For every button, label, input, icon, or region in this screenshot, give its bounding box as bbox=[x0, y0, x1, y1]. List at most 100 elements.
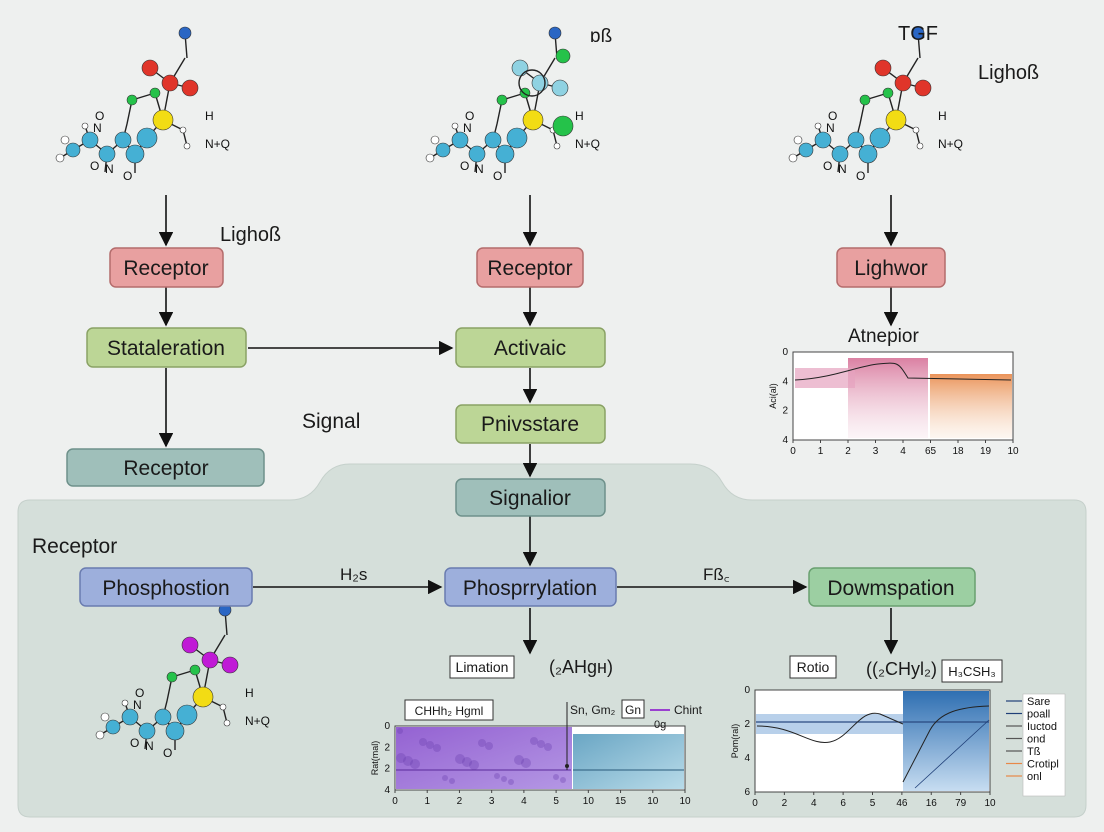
molecule-atom bbox=[98, 145, 116, 163]
gn-tag: Gn bbox=[621, 699, 645, 719]
molecule-atom bbox=[553, 142, 561, 150]
chhh-tag: CHHh₂ Hgml bbox=[404, 699, 494, 721]
heatmap-cell bbox=[494, 773, 500, 779]
molecule-atom-label: N bbox=[838, 162, 847, 176]
molecule-atom bbox=[125, 144, 145, 164]
y-tick-label: 2 bbox=[744, 719, 750, 730]
molecule-atom bbox=[100, 712, 110, 722]
molecule-atom bbox=[874, 59, 892, 77]
legend-entry: onl bbox=[1027, 771, 1042, 783]
downspation-box-label: Dowmspation bbox=[827, 577, 954, 600]
area-band bbox=[903, 691, 989, 791]
heatmap-region bbox=[573, 734, 684, 789]
x-tick-label: 0 bbox=[752, 798, 758, 809]
chhh-label: CHHh₂ Hgml bbox=[415, 704, 484, 718]
molecule-atom bbox=[201, 651, 219, 669]
heatmap-cell bbox=[537, 740, 545, 748]
molecule-atom bbox=[178, 26, 192, 40]
chint-label: Chint bbox=[674, 703, 703, 717]
molecule-atom bbox=[55, 153, 65, 163]
molecule-atom bbox=[166, 671, 178, 683]
x-tick-label: 65 bbox=[925, 446, 937, 457]
molecule-atom-label: N bbox=[475, 162, 484, 176]
molecule-atom bbox=[81, 131, 99, 149]
heatmap-cell bbox=[560, 777, 566, 783]
y-tick-label: 0 bbox=[384, 721, 390, 732]
x-tick-label: 5 bbox=[553, 796, 559, 807]
arrows bbox=[158, 195, 899, 655]
series-line bbox=[794, 362, 1012, 381]
molecule-atom bbox=[847, 131, 865, 149]
heatmap-cell bbox=[521, 758, 531, 768]
x-tick-label: 1 bbox=[424, 796, 430, 807]
molecule-atom-label: O bbox=[493, 169, 502, 183]
c2chy2-label: ((₂CHyl₂) bbox=[866, 659, 937, 679]
phosprrylation-box: Phosprrylation bbox=[444, 567, 617, 607]
limation-tag: Limation bbox=[449, 655, 515, 679]
x-tick-label: 10 bbox=[984, 798, 996, 809]
molecule-atom bbox=[468, 145, 486, 163]
y-tick-label: 2 bbox=[384, 764, 390, 775]
molecule-atom bbox=[179, 126, 187, 134]
y-tick-label: 2 bbox=[384, 742, 390, 753]
heatmap-cell bbox=[508, 779, 514, 785]
x-tick-label: 1 bbox=[818, 446, 824, 457]
downspation-box: Dowmspation bbox=[808, 567, 976, 607]
molecule-atom bbox=[126, 94, 138, 106]
molecule-atom bbox=[121, 708, 139, 726]
legend-entry: Tß bbox=[1027, 746, 1041, 758]
receptor-box-3-label: Receptor bbox=[123, 457, 208, 480]
pnivsstare-box-label: Pnivsstare bbox=[481, 413, 579, 436]
molecule-atom-label: O bbox=[135, 686, 144, 700]
ahgh-label: (₂AHgн) bbox=[549, 657, 613, 677]
molecule-atom bbox=[551, 79, 569, 97]
y-axis-label: Aci(al) bbox=[768, 383, 778, 409]
x-tick-label: 10 bbox=[647, 796, 659, 807]
phosphostion-box-label: Phosphostion bbox=[102, 577, 229, 600]
molecule-atom bbox=[425, 153, 435, 163]
molecule-atom bbox=[831, 145, 849, 163]
molecule-atom bbox=[451, 122, 459, 130]
molecule-atom-label: H bbox=[938, 109, 947, 123]
molecule-atom bbox=[882, 87, 894, 99]
heatmap-cell bbox=[485, 742, 493, 750]
lighwor-box: Lighwor bbox=[836, 247, 946, 288]
x-tick-label: 3 bbox=[489, 796, 495, 807]
heatmap-cell bbox=[553, 774, 559, 780]
heatmap-cell bbox=[410, 759, 420, 769]
area-band bbox=[756, 714, 904, 734]
lighoss-label-right: Lighoß bbox=[978, 62, 1039, 84]
molecule-atom-label: O bbox=[130, 736, 139, 750]
ring-outline bbox=[518, 69, 546, 97]
molecule-atom-label: H bbox=[245, 686, 254, 700]
molecule-atom bbox=[181, 79, 199, 97]
heatmap-cell bbox=[544, 743, 552, 751]
molecule-atom-label: N bbox=[93, 121, 102, 135]
y-tick-label: 0 bbox=[744, 685, 750, 696]
stataleration-box: Stataleration bbox=[86, 327, 247, 368]
molecule-atom bbox=[451, 131, 469, 149]
molecule-atom-label: N bbox=[145, 739, 154, 753]
receptor-box-3: Receptor bbox=[66, 448, 265, 487]
molecule-atom bbox=[894, 74, 912, 92]
signalior-box-label: Signalior bbox=[489, 487, 571, 510]
atnepior-label: Atnepior bbox=[848, 326, 919, 347]
legend-box bbox=[1022, 693, 1066, 797]
area-band bbox=[848, 358, 928, 438]
molecule-atom-label: N bbox=[463, 121, 472, 135]
molecule-atom bbox=[814, 122, 822, 130]
heatmap-cell bbox=[478, 739, 486, 747]
activaic-box: Activaic bbox=[455, 327, 606, 368]
lighoss-label-left: Lighoß bbox=[220, 224, 281, 246]
molecule-atom bbox=[914, 79, 932, 97]
legend-entry: Crotipl bbox=[1027, 759, 1059, 771]
series-line bbox=[914, 719, 990, 789]
molecule-atom bbox=[793, 135, 803, 145]
